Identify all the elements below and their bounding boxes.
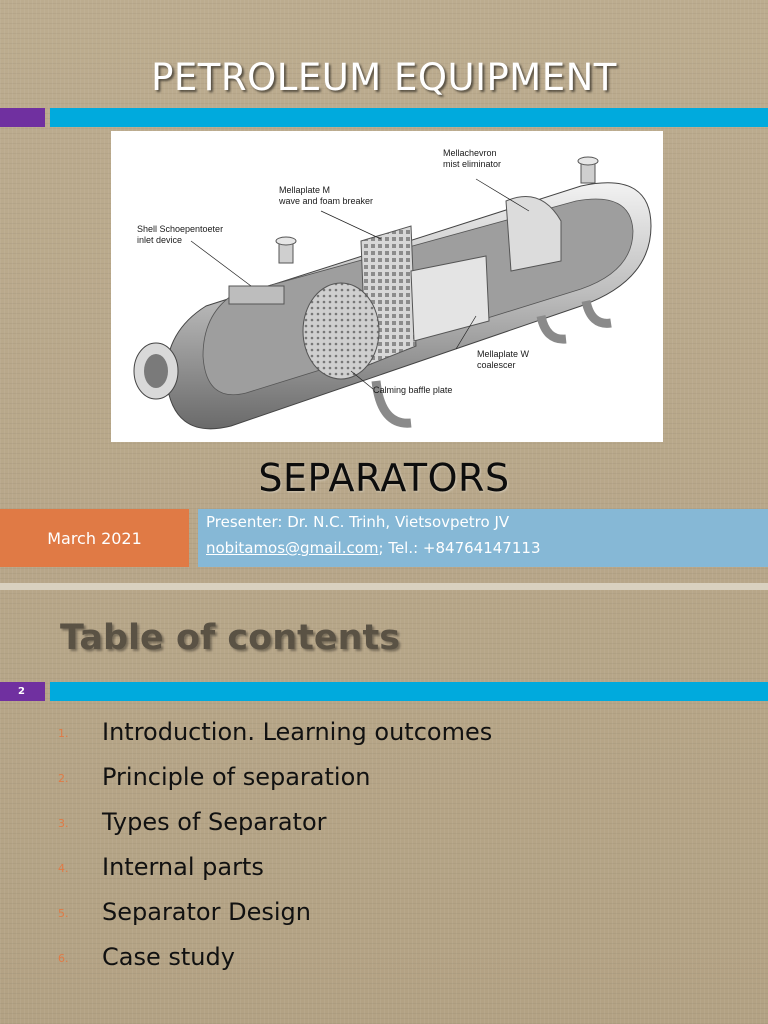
toc-item-text: Introduction. Learning outcomes [102,718,493,746]
presenter-name: Presenter: Dr. N.C. Trinh, Vietsovpetro … [206,513,510,531]
callout-wave-breaker-1: Mellaplate M [279,185,330,195]
page-number: 2 [18,686,25,697]
accent-bar-cyan [50,108,768,127]
presenter-box: Presenter: Dr. N.C. Trinh, Vietsovpetro … [198,509,768,567]
toc-item-number: 2. [58,772,69,785]
accent-bar-cyan [50,682,768,701]
phone-text: ; Tel.: +84764147113 [378,539,541,557]
email-link[interactable]: nobitamos@gmail.com [206,539,379,557]
accent-bar-purple [0,682,45,701]
toc-item-text: Principle of separation [102,763,371,791]
contact-line: nobitamos@gmail.com; Tel.: +84764147113 [206,539,540,557]
slide-subtitle: SEPARATORS [258,456,510,500]
callout-inlet-device-1: Shell Schoepentoeter [137,224,223,234]
toc-item-text: Separator Design [102,898,311,926]
callout-mist-eliminator-2: mist eliminator [443,159,501,169]
separator-cutaway-image: Mellachevron mist eliminator Mellaplate … [111,131,663,442]
toc-item-number: 4. [58,862,69,875]
toc-item-number: 3. [58,817,69,830]
accent-bar-purple [0,108,45,127]
toc-title: Table of contents [60,618,401,658]
callout-baffle-plate: Calming baffle plate [373,385,452,395]
callout-mist-eliminator-1: Mellachevron [443,148,497,158]
title-slide: PETROLEUM EQUIPMENT [0,56,768,567]
callout-coalescer-2: coalescer [477,360,516,370]
toc-item-number: 1. [58,727,69,740]
date-text: March 2021 [47,528,142,548]
date-box: March 2021 [0,509,189,567]
callout-inlet-device-2: inlet device [137,235,182,245]
toc-item-text: Types of Separator [102,808,327,836]
callout-coalescer-1: Mellaplate W [477,349,530,359]
toc-item-number: 5. [58,907,69,920]
toc-item-number: 6. [58,952,69,965]
toc-item-text: Internal parts [102,853,264,881]
slide-divider [0,583,768,590]
toc-item-text: Case study [102,943,235,971]
toc-slide: Table of contents 2 1. Introduction. Lea… [0,590,768,1024]
callout-wave-breaker-2: wave and foam breaker [278,196,373,206]
slide-title: PETROLEUM EQUIPMENT [151,56,617,99]
